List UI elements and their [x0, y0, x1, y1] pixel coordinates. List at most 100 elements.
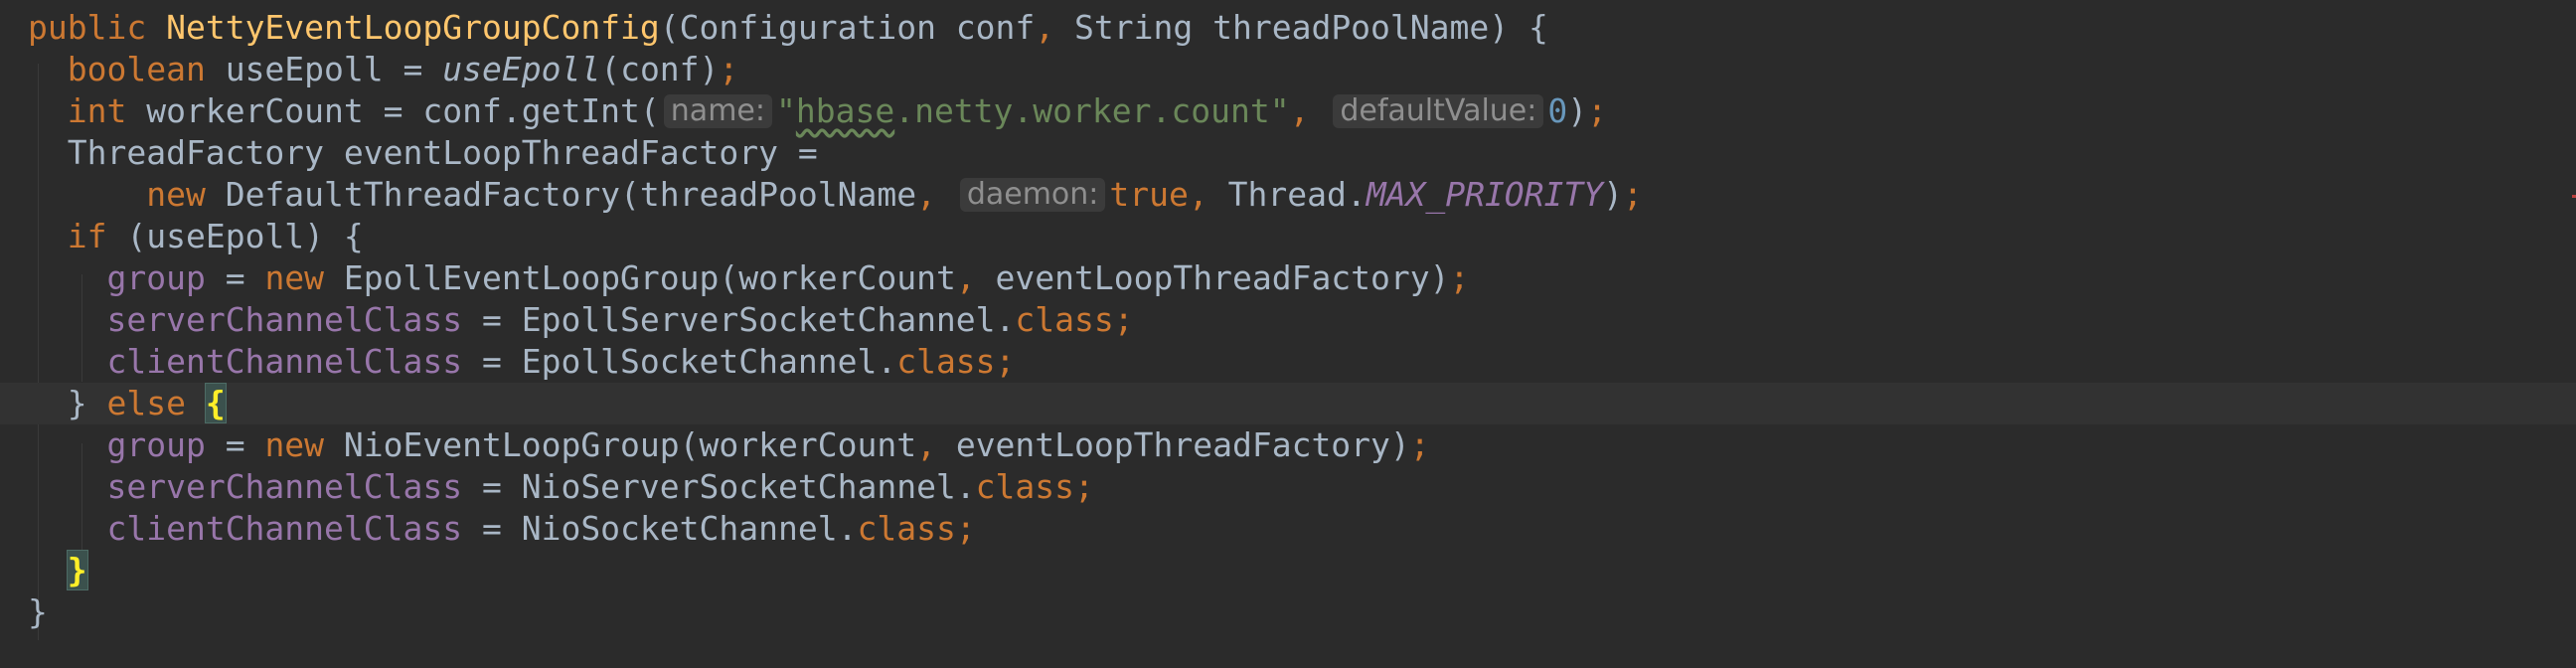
parameter-hint[interactable]: daemon:	[959, 178, 1106, 212]
code-token	[1309, 91, 1329, 130]
code-token: useEpoll =	[205, 50, 443, 88]
code-token: serverChannelClass	[106, 300, 463, 339]
code-token: ;	[1074, 467, 1094, 506]
code-token	[28, 91, 68, 130]
code-token: ,	[1035, 8, 1055, 47]
code-token: }	[28, 384, 107, 422]
parameter-hint[interactable]: name:	[663, 94, 772, 128]
code-token: ThreadFactory eventLoopThreadFactory =	[28, 133, 818, 172]
code-token: group	[106, 425, 206, 464]
code-token	[28, 551, 68, 589]
code-line-content[interactable]: if (useEpoll) {	[28, 216, 364, 257]
code-line-content[interactable]: clientChannelClass = EpollSocketChannel.…	[28, 341, 1015, 383]
code-token: clientChannelClass	[106, 342, 463, 381]
parameter-hint[interactable]: defaultValue:	[1333, 94, 1544, 128]
code-token: ,	[955, 258, 976, 297]
code-token: = EpollServerSocketChannel.	[462, 300, 1016, 339]
code-token: DefaultThreadFactory(threadPoolName	[205, 175, 917, 214]
code-token	[28, 300, 106, 339]
code-token: = NioServerSocketChannel.	[462, 467, 976, 506]
code-line-content[interactable]: int workerCount = conf.getInt(name:"hbas…	[28, 90, 1607, 132]
code-line-content[interactable]: serverChannelClass = EpollServerSocketCh…	[28, 299, 1134, 341]
code-token	[28, 175, 146, 214]
code-line[interactable]: boolean useEpoll = useEpoll(conf);	[0, 49, 2576, 90]
code-line[interactable]: group = new EpollEventLoopGroup(workerCo…	[0, 257, 2576, 299]
code-line-content[interactable]: boolean useEpoll = useEpoll(conf);	[28, 49, 739, 90]
code-token: serverChannelClass	[106, 467, 463, 506]
matched-brace: }	[66, 550, 88, 590]
code-token: class	[857, 509, 956, 548]
code-token: eventLoopThreadFactory)	[975, 258, 1450, 297]
code-token	[28, 258, 106, 297]
code-token: boolean	[67, 50, 206, 88]
error-stripe-marker	[2572, 195, 2576, 198]
code-token: class	[896, 342, 996, 381]
code-line-content[interactable]: ThreadFactory eventLoopThreadFactory =	[28, 132, 818, 174]
code-token: ;	[1587, 91, 1607, 130]
code-token	[186, 384, 206, 422]
code-token	[28, 425, 106, 464]
code-line-content[interactable]: clientChannelClass = NioSocketChannel.cl…	[28, 508, 976, 550]
code-token: =	[205, 425, 265, 464]
code-token: ;	[1409, 425, 1430, 464]
code-token: String threadPoolName) {	[1054, 8, 1548, 47]
code-token: new	[264, 258, 325, 297]
code-token: ,	[1188, 175, 1208, 214]
code-line[interactable]: group = new NioEventLoopGroup(workerCoun…	[0, 424, 2576, 466]
code-line-content[interactable]: public NettyEventLoopGroupConfig(Configu…	[28, 7, 1548, 49]
code-line-content[interactable]: new DefaultThreadFactory(threadPoolName,…	[28, 174, 1643, 216]
code-token: workerCount = conf.getInt(	[126, 91, 660, 130]
code-token: ;	[1113, 300, 1134, 339]
code-token: else	[106, 384, 186, 422]
code-token: )	[1567, 91, 1588, 130]
indent-guide	[81, 443, 82, 567]
code-token	[936, 175, 956, 214]
code-token	[28, 50, 68, 88]
code-token: NioEventLoopGroup(workerCount	[324, 425, 917, 464]
code-token	[28, 509, 106, 548]
code-token: .netty.worker.count"	[894, 91, 1290, 130]
code-token: clientChannelClass	[106, 509, 463, 548]
code-line[interactable]: serverChannelClass = EpollServerSocketCh…	[0, 299, 2576, 341]
code-token: group	[106, 258, 206, 297]
code-token: ;	[995, 342, 1016, 381]
code-line[interactable]: clientChannelClass = NioSocketChannel.cl…	[0, 508, 2576, 550]
indent-guide	[38, 64, 39, 640]
code-line[interactable]: }	[0, 591, 2576, 633]
code-line-content[interactable]: group = new NioEventLoopGroup(workerCoun…	[28, 424, 1430, 466]
code-token: class	[1015, 300, 1114, 339]
code-token: }	[28, 592, 48, 631]
code-line-content[interactable]: }	[28, 550, 88, 591]
code-token: = EpollSocketChannel.	[462, 342, 897, 381]
code-token: ,	[916, 425, 936, 464]
code-line-content[interactable]: } else {	[28, 383, 227, 424]
code-token: NettyEventLoopGroupConfig	[166, 8, 660, 47]
code-token: = NioSocketChannel.	[462, 509, 858, 548]
code-line[interactable]: int workerCount = conf.getInt(name:"hbas…	[0, 90, 2576, 132]
code-token	[28, 217, 68, 255]
code-line[interactable]: serverChannelClass = NioServerSocketChan…	[0, 466, 2576, 508]
code-token: if	[67, 217, 107, 255]
code-line-content[interactable]: }	[28, 591, 48, 633]
code-token: ,	[916, 175, 936, 214]
code-token: new	[264, 425, 325, 464]
code-line[interactable]: public NettyEventLoopGroupConfig(Configu…	[0, 7, 2576, 49]
code-line-content[interactable]: serverChannelClass = NioServerSocketChan…	[28, 466, 1094, 508]
code-line-content[interactable]: group = new EpollEventLoopGroup(workerCo…	[28, 257, 1469, 299]
code-line[interactable]: ThreadFactory eventLoopThreadFactory =	[0, 132, 2576, 174]
code-token: eventLoopThreadFactory)	[935, 425, 1410, 464]
code-line[interactable]: if (useEpoll) {	[0, 216, 2576, 257]
code-token: (Configuration conf	[659, 8, 1036, 47]
code-token	[146, 8, 166, 47]
code-token: int	[67, 91, 127, 130]
code-line-current[interactable]: } else {	[0, 383, 2576, 424]
code-token: 0	[1547, 91, 1568, 130]
code-token: Thread.	[1208, 175, 1367, 214]
code-line[interactable]: clientChannelClass = EpollSocketChannel.…	[0, 341, 2576, 383]
matched-brace: {	[204, 383, 227, 423]
code-line[interactable]: }	[0, 550, 2576, 591]
code-token: ;	[955, 509, 976, 548]
code-token: =	[205, 258, 265, 297]
code-line[interactable]: new DefaultThreadFactory(threadPoolName,…	[0, 174, 2576, 216]
